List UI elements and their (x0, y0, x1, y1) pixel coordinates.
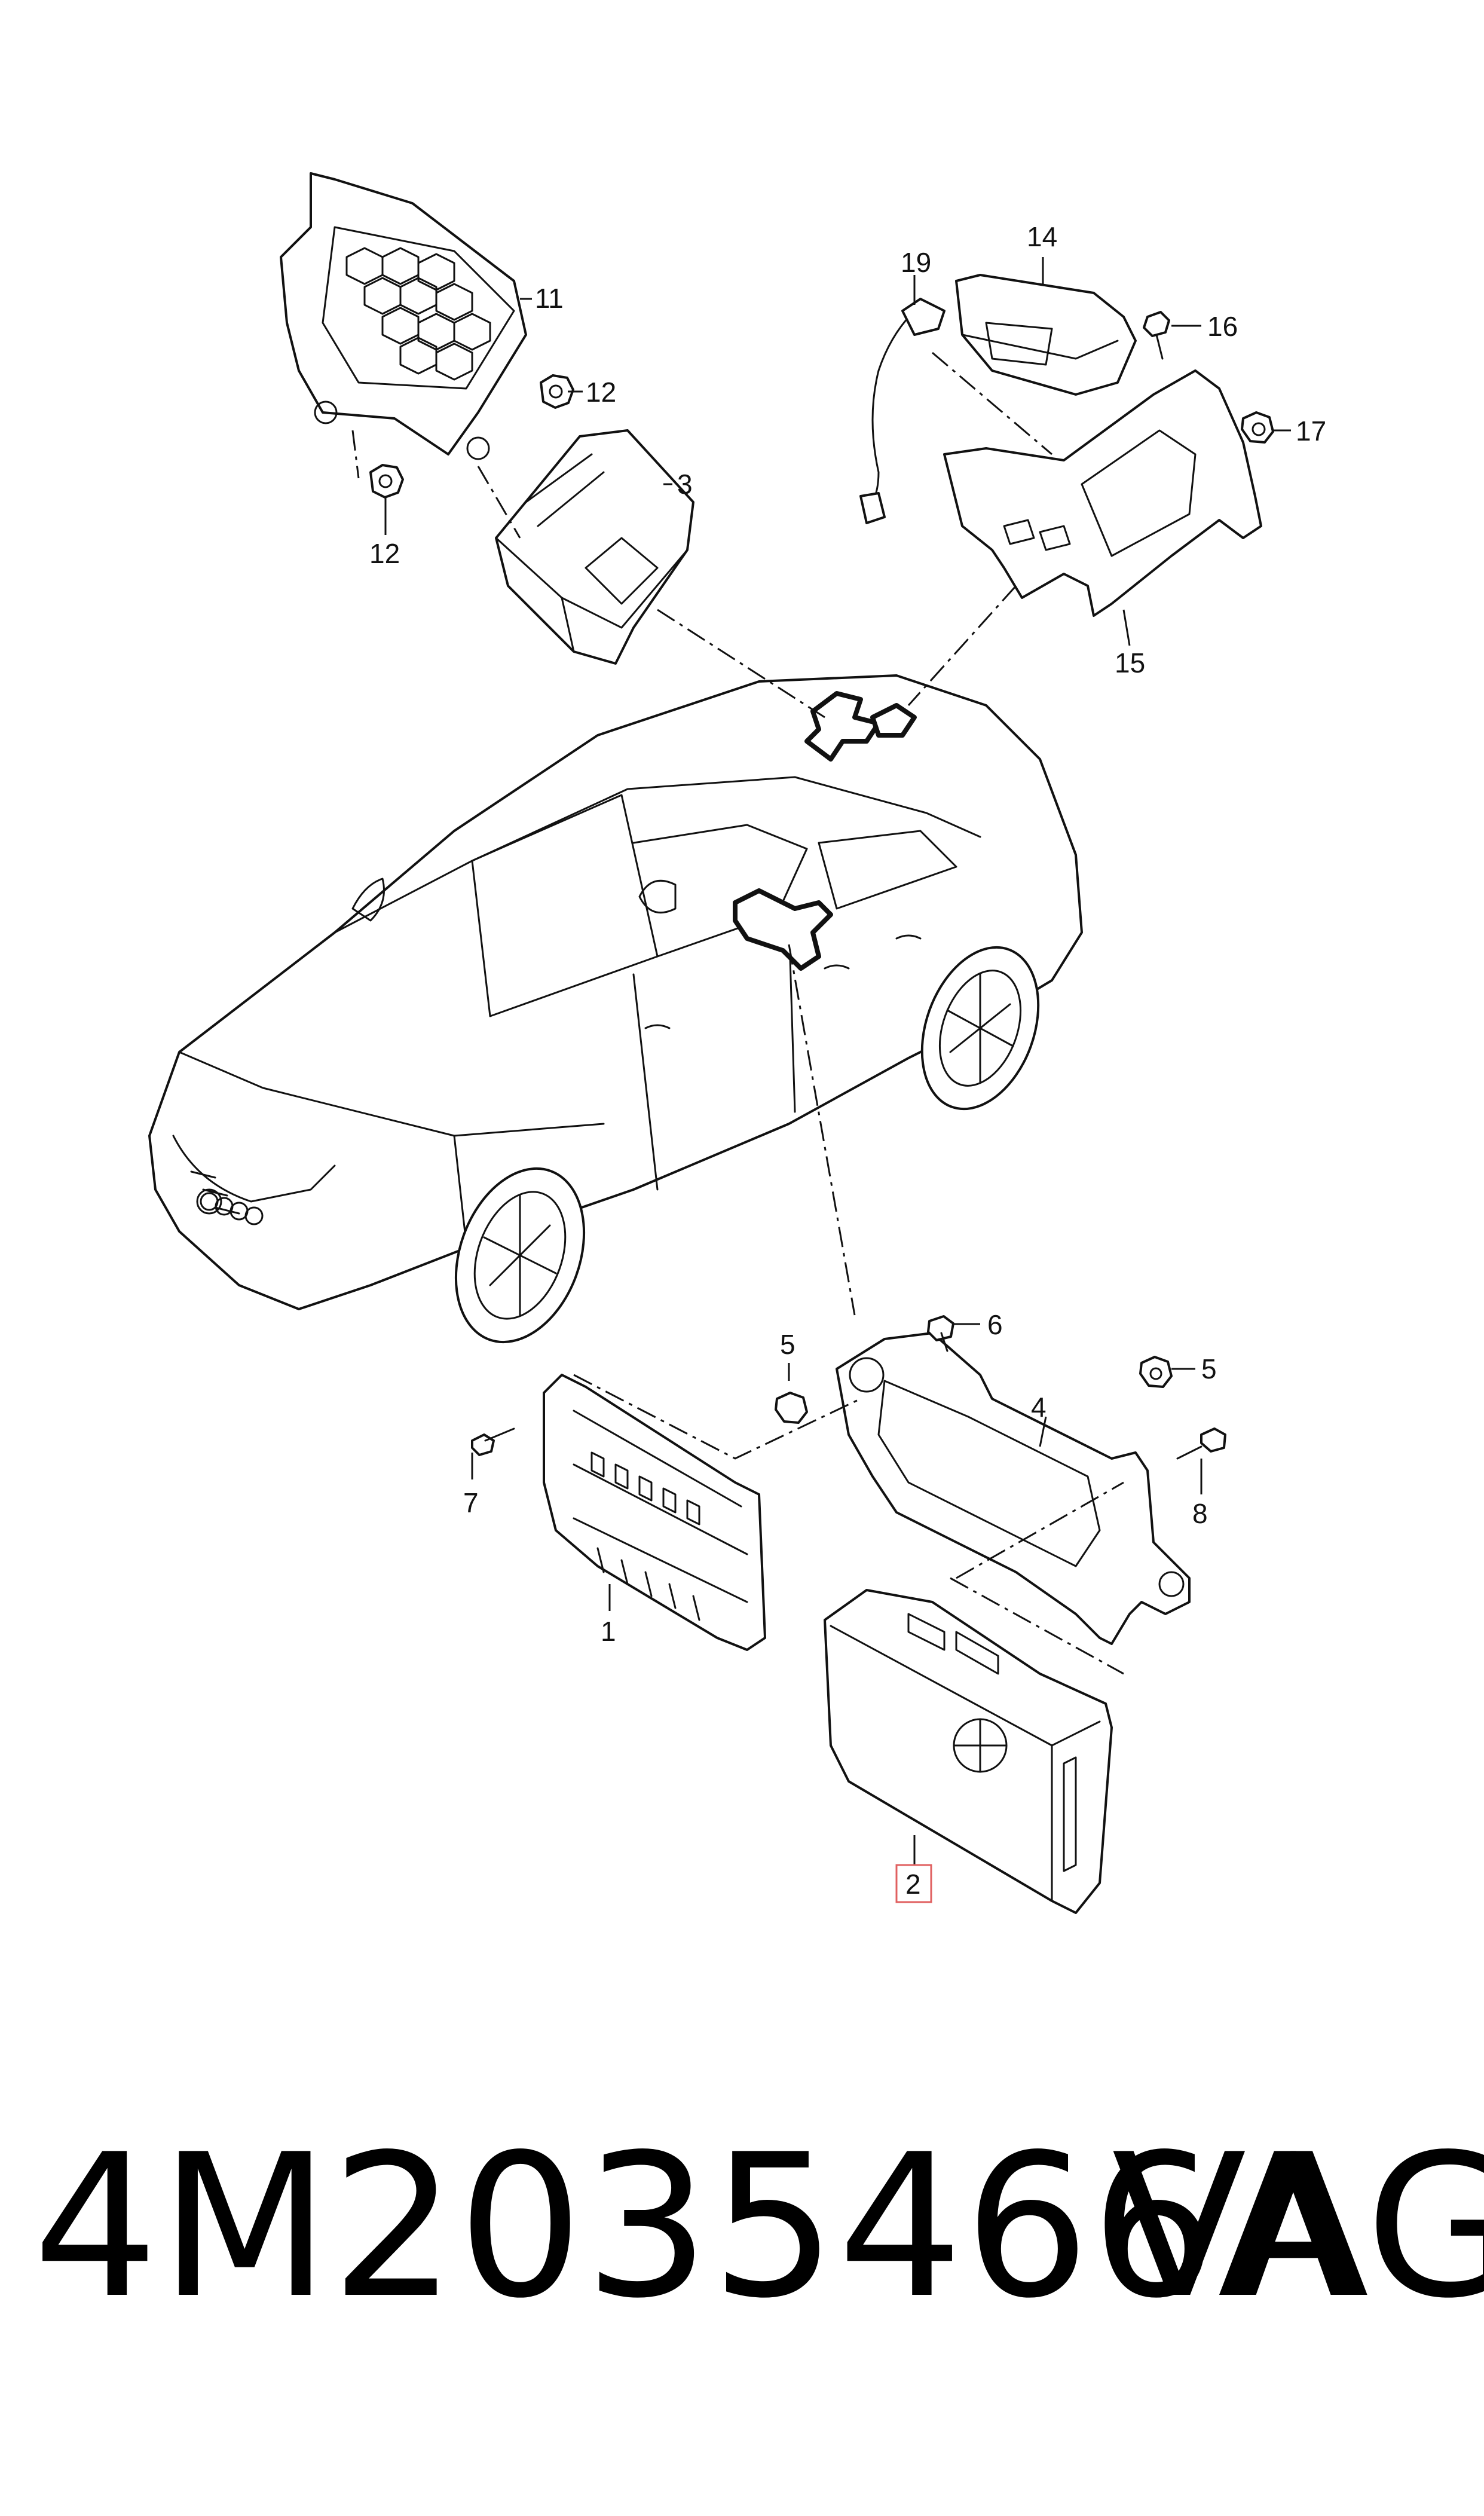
callout-5-right: 5 (1201, 1353, 1217, 1384)
car-rear-wheel (920, 946, 1040, 1111)
callout-19: 19 (901, 247, 931, 278)
assembly-lines (351, 351, 1124, 1675)
callout-16: 16 (1207, 311, 1238, 342)
part-7-screw (471, 1427, 515, 1456)
callout-2-highlight-box (895, 1864, 932, 1903)
callout-3: 3 (677, 469, 693, 500)
car-front-wheel (454, 1167, 586, 1344)
part-12-nut-lower (369, 464, 404, 499)
part-4-carrier-bracket (836, 1332, 1191, 1645)
callout-labels: 11 12 12 3 14 19 16 17 15 5 6 4 5 7 8 1 … (369, 221, 1326, 1903)
car-grille-logo (200, 1192, 264, 1225)
part-2-control-unit (824, 1589, 1113, 1914)
part-15-bracket (943, 369, 1262, 617)
brand-label: VAG (1112, 2112, 1484, 2341)
part-11-cover-bracket (280, 172, 527, 460)
part-17-nut (1241, 411, 1274, 444)
location-marker-roof (804, 691, 917, 762)
part-3-control-module (495, 429, 694, 665)
car-body (148, 674, 1083, 1310)
part-14-antenna-module (955, 274, 1137, 396)
callout-15: 15 (1115, 647, 1145, 678)
callout-11: 11 (535, 283, 564, 314)
callout-5-left: 5 (780, 1329, 795, 1360)
footer: 4M2035466A VAG (0, 2128, 1484, 2379)
part-12-nut-upper (540, 374, 574, 409)
part-number-label: 4M2035466A (33, 2112, 1354, 2341)
callout-8: 8 (1192, 1498, 1208, 1529)
callout-1: 1 (601, 1616, 616, 1647)
location-marker-pillar (733, 888, 833, 971)
callout-17: 17 (1296, 415, 1326, 447)
callout-2: 2 (905, 1869, 921, 1900)
leader-lines (384, 257, 1291, 1865)
part-5-nut-left (775, 1392, 808, 1424)
part-16-bolt (1143, 311, 1170, 360)
part-6-bolt (927, 1315, 954, 1352)
part-1-gateway-module (543, 1374, 766, 1651)
callout-14: 14 (1027, 221, 1057, 252)
callout-4: 4 (1031, 1392, 1047, 1423)
parts-diagram: 11 12 12 3 14 19 16 17 15 5 6 4 5 7 8 1 … (148, 172, 1326, 1914)
callout-7: 7 (463, 1487, 479, 1518)
part-5-nut-right (1139, 1356, 1173, 1388)
callout-12-upper: 12 (586, 377, 616, 408)
callout-6: 6 (987, 1309, 1003, 1340)
part-19-antenna-cable (859, 298, 946, 524)
callout-12-lower: 12 (369, 538, 400, 569)
part-8-bolt (1176, 1427, 1226, 1460)
